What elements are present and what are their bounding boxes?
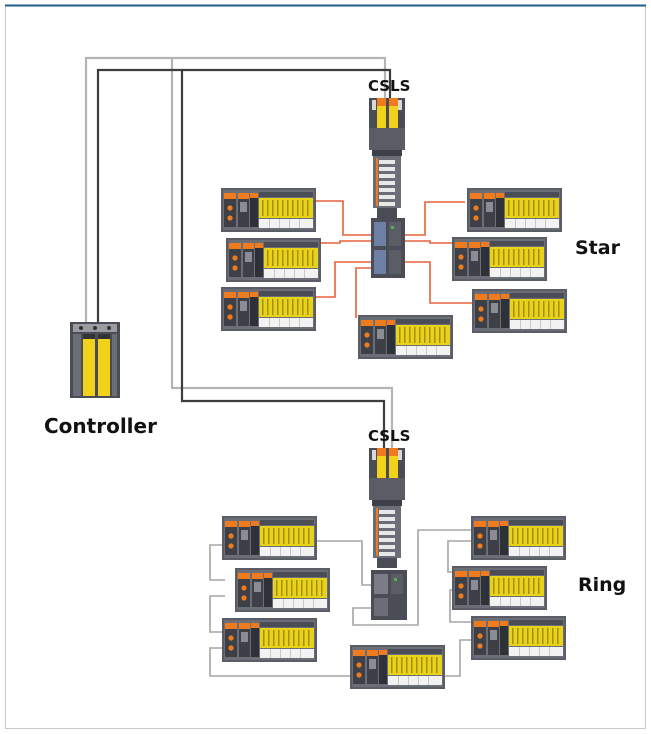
io-station-icon: [222, 618, 317, 662]
io-station-icon: [467, 188, 562, 232]
star-cables: [298, 200, 472, 318]
io-station-icon: [235, 568, 330, 612]
io-station-icon: [221, 188, 316, 232]
ring-cables: [209, 529, 472, 677]
io-station-icon: [471, 616, 566, 660]
ring-topology-label: Ring: [578, 574, 627, 596]
controller-label: Controller: [44, 414, 157, 438]
io-station-icon: [471, 516, 566, 560]
csls-bottom-label: CSLS: [368, 427, 411, 445]
csls-switch-icon: [369, 448, 405, 568]
io-station-icon: [452, 237, 547, 281]
io-station-icon: [350, 645, 445, 689]
backbone-cables: [84, 56, 394, 455]
io-station-icon: [226, 238, 321, 282]
csls-ring-switch-icon: [371, 570, 407, 620]
io-station-icon: [472, 289, 567, 333]
csls-star-switch-icon: [371, 218, 405, 278]
io-station-icon: [222, 516, 317, 560]
io-station-icon: [452, 566, 547, 610]
star-topology-label: Star: [575, 237, 620, 259]
io-station-icon: [358, 315, 453, 359]
csls-switch-icon: [369, 98, 405, 218]
io-station-icon: [221, 287, 316, 331]
csls-top-label: CSLS: [368, 77, 411, 95]
safety-controller-icon: [70, 322, 120, 398]
